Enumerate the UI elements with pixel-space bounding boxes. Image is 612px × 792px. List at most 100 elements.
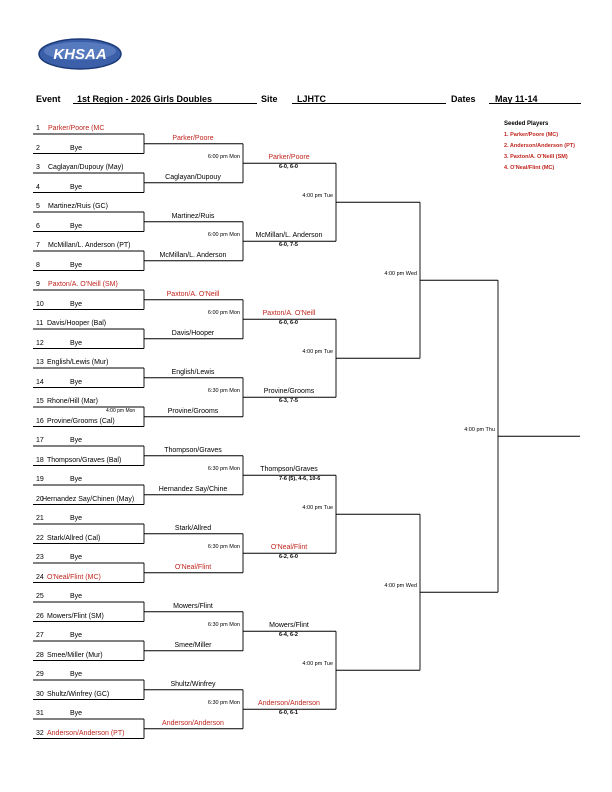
final-match-time: 4:00 pm Thu [464, 427, 495, 434]
round1-player-name: Anderson/Anderson (PT) [47, 729, 125, 737]
round2-match-time: 6:30 pm Mon [207, 388, 240, 395]
round1-seed-number: 3 [36, 164, 40, 171]
round1-seed-number: 21 [36, 515, 44, 522]
seeded-item: 3. Paxton/A. O'Neill (SM) [504, 154, 568, 160]
round1-seed-number: 31 [36, 710, 44, 717]
round3-player-name: O'Neal/Flint [270, 544, 308, 552]
round1-seed-number: 27 [36, 632, 44, 639]
round2-player-name: Paxton/A. O'Neill [166, 290, 220, 298]
khsaa-logo: KHSAA [38, 38, 122, 70]
round1-player-name: Bye [70, 710, 83, 717]
round2-player-name: Smee/Miller [174, 641, 212, 649]
round2-player-name: Thompson/Graves [164, 446, 222, 454]
round3-score: 6-2, 6-0 [279, 554, 298, 561]
round1-player-name: Paxton/A. O'Neill (SM) [48, 281, 118, 288]
round2-player-name: Hernandez Say/Chine [158, 485, 228, 493]
round1-player-name: Bye [70, 632, 83, 639]
round3-match-time: 4:00 pm Tue [302, 349, 333, 356]
event-underline [73, 103, 257, 104]
round1-player-name: Stark/Allred (Cal) [47, 534, 101, 542]
round3-score: 6-3, 7-5 [279, 398, 298, 405]
round1-seed-number: 30 [36, 690, 44, 698]
round1-player-name: Bye [70, 378, 83, 386]
round1-player-name: Mowers/Flint (SM) [47, 612, 104, 620]
round3-player-name: Mowers/Flint [269, 622, 309, 630]
round1-player-name: Bye [70, 183, 83, 191]
round1-seed-number: 2 [36, 144, 40, 152]
round1-seed-number: 11 [36, 320, 44, 327]
round1-player-name: Caglayan/Dupouy (May) [48, 164, 124, 171]
round2-match-time: 6:00 pm Mon [207, 310, 240, 317]
round2-player-name: Martinez/Ruis [171, 212, 215, 220]
round2-match-time: 6:30 pm Mon [207, 466, 240, 473]
round3-score: 6-4, 6-2 [279, 632, 298, 639]
round1-player-name: Provine/Grooms (Cal) [47, 417, 115, 425]
round1-seed-number: 22 [36, 534, 44, 542]
round2-match-time: 6:00 pm Mon [207, 154, 240, 161]
round1-player-name: Bye [70, 515, 83, 522]
round2-player-name: Mowers/Flint [173, 602, 213, 610]
round3-score: 6-0, 6-0 [279, 320, 298, 327]
round2-match-time: 6:30 pm Mon [207, 700, 240, 707]
round3-score: 7-6 (5), 4-6, 10-6 [279, 476, 321, 483]
seeded-players: Seeded Players 1. Parker/Poore (MC) 2. A… [504, 119, 575, 174]
round1-seed-number: 20 [36, 495, 44, 503]
round1-seed-number: 4 [36, 183, 40, 191]
round3-score: 6-0, 6-0 [279, 164, 298, 171]
round3-player-name: Provine/Grooms [263, 388, 315, 396]
round1-player-name: Bye [70, 144, 83, 152]
round1-seed-number: 14 [36, 378, 44, 386]
logo-text: KHSAA [53, 46, 106, 63]
round1-player-name: Rhone/Hill (Mar) [47, 398, 98, 405]
site-value: LJHTC [297, 94, 326, 104]
site-label: Site [261, 94, 278, 104]
round3-player-name: McMillan/L. Anderson [255, 232, 323, 240]
round2-player-name: Anderson/Anderson [162, 719, 224, 727]
round1-player-name: Hernandez Say/Chinen (May) [42, 495, 135, 503]
round2-match-time: 6:30 pm Mon [207, 622, 240, 629]
round2-player-name: McMillan/L. Anderson [159, 251, 227, 259]
round2-player-name: English/Lewis [171, 368, 215, 376]
round3-player-name: Thompson/Graves [260, 466, 318, 474]
round2-player-name: O'Neal/Flint [174, 563, 212, 571]
round1-player-name: Bye [70, 476, 83, 483]
round1-player-name: Davis/Hooper (Bal) [47, 320, 107, 327]
round4-match-time: 4:00 pm Wed [384, 583, 417, 590]
round1-player-name: Thompson/Graves (Bal) [47, 456, 122, 464]
round1-seed-number: 24 [36, 573, 44, 581]
round2-player-name: Parker/Poore [172, 134, 214, 142]
round2-player-name: Davis/Hooper [171, 329, 215, 337]
round3-match-time: 4:00 pm Tue [302, 661, 333, 668]
round1-player-name: Shultz/Winfrey (GC) [47, 690, 110, 698]
round3-score: 6-0, 6-1 [279, 710, 298, 717]
round2-player-name: Stark/Allred [174, 524, 212, 532]
site-underline [292, 103, 446, 104]
round1-player-name: Bye [70, 261, 83, 269]
round1-seed-number: 29 [36, 671, 44, 678]
round1-seed-number: 18 [36, 456, 44, 464]
round1-player-name: O'Neal/Flint (MC) [47, 573, 101, 581]
round1-seed-number: 28 [36, 651, 44, 659]
event-label: Event [36, 94, 61, 104]
round3-player-name: Paxton/A. O'Neill [262, 310, 316, 318]
round2-player-name: Caglayan/Dupouy [165, 173, 221, 181]
round1-player-name: Smee/Miller (Mur) [47, 651, 103, 659]
dates-value: May 11-14 [495, 94, 538, 104]
round1-seed-number: 12 [36, 339, 44, 347]
round1-seed-number: 32 [36, 729, 44, 737]
round1-player-name: Martinez/Ruis (GC) [48, 203, 108, 210]
round1-seed-number: 23 [36, 554, 44, 561]
round1-seed-number: 8 [36, 261, 40, 269]
round3-match-time: 4:00 pm Tue [302, 193, 333, 200]
round3-match-time: 4:00 pm Tue [302, 505, 333, 512]
round1-seed-number: 26 [36, 612, 44, 620]
round1-player-name: Parker/Poore (MC [48, 125, 105, 132]
round4-match-time: 4:00 pm Wed [384, 271, 417, 278]
seeded-item: 2. Anderson/Anderson (PT) [504, 143, 575, 149]
round2-player-name: Shultz/Winfrey [170, 680, 216, 688]
round1-seed-number: 16 [36, 417, 44, 425]
round2-player-name: Provine/Grooms [167, 407, 219, 415]
round1-player-name: Bye [70, 339, 83, 347]
event-value: 1st Region - 2026 Girls Doubles [77, 94, 213, 104]
